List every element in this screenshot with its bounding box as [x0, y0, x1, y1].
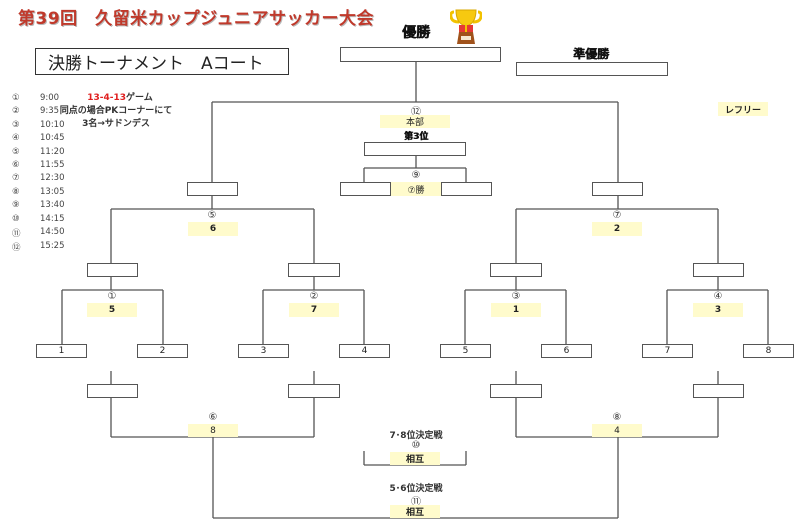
match-referee: 4: [592, 424, 642, 437]
quarterfinal-winner-box[interactable]: [490, 263, 542, 277]
match-number: ⑤: [207, 210, 217, 221]
match-number: ②: [309, 291, 319, 302]
trophy-icon: [449, 8, 483, 46]
match-number: ⑩: [411, 440, 421, 451]
seed-box-6[interactable]: 6: [541, 344, 592, 358]
match-number-final: ⑫: [411, 107, 421, 118]
seed-box-8[interactable]: 8: [743, 344, 794, 358]
match-referee: 2: [592, 222, 642, 236]
seed-box-4[interactable]: 4: [339, 344, 390, 358]
place-7-8-label: 7･8位決定戦: [389, 431, 443, 441]
third-place-label: 第3位: [403, 132, 429, 142]
match-referee: 1: [491, 303, 541, 317]
quarterfinal-winner-box[interactable]: [87, 263, 138, 277]
match-referee: 相互: [390, 452, 440, 465]
match-referee: 3: [693, 303, 743, 317]
game-format-note: 13-4-13ゲーム: [87, 93, 153, 103]
place-5-6-label: 5･6位決定戦: [389, 484, 443, 494]
quarterfinal-loser-box[interactable]: [490, 384, 542, 398]
runner-up-label: 準優勝: [572, 47, 610, 61]
third-place-team-right[interactable]: [441, 182, 492, 196]
seed-box-5[interactable]: 5: [440, 344, 491, 358]
champion-box[interactable]: [340, 47, 501, 62]
match-number: ①: [107, 291, 117, 302]
match-referee: 7: [289, 303, 339, 317]
match-number: ⑦: [612, 210, 622, 221]
sudden-death-note: 3名→サドンデス: [82, 119, 150, 129]
match-referee: 5: [87, 303, 137, 317]
match-number: ③: [511, 291, 521, 302]
match-referee: 相互: [390, 505, 440, 518]
quarterfinal-loser-box[interactable]: [87, 384, 138, 398]
match-referee: 8: [188, 424, 238, 437]
semifinal-winner-box[interactable]: [592, 182, 643, 196]
match-number: ④: [713, 291, 723, 302]
match-number-third: ⑨: [411, 170, 421, 181]
third-place-box[interactable]: [364, 142, 466, 156]
third-place-team-left[interactable]: [340, 182, 391, 196]
seed-box-3[interactable]: 3: [238, 344, 289, 358]
quarterfinal-loser-box[interactable]: [288, 384, 340, 398]
tiebreak-note: 同点の場合PKコーナーにて: [59, 106, 173, 116]
runner-up-box[interactable]: [516, 62, 668, 76]
match-number: ⑥: [208, 412, 218, 423]
seed-box-2[interactable]: 2: [137, 344, 188, 358]
quarterfinal-winner-box[interactable]: [693, 263, 744, 277]
tournament-title: 第39回 久留米カップジュニアサッカー大会: [18, 9, 374, 29]
match-referee: 6: [188, 222, 238, 236]
bracket-subtitle: 決勝トーナメント Aコート: [35, 48, 289, 75]
seed-box-1[interactable]: 1: [36, 344, 87, 358]
quarterfinal-loser-box[interactable]: [693, 384, 744, 398]
quarterfinal-winner-box[interactable]: [288, 263, 340, 277]
semifinal-winner-box[interactable]: [187, 182, 238, 196]
match-number: ⑪: [411, 497, 421, 508]
champion-label: 優勝: [402, 25, 430, 41]
final-referee: 本部: [380, 115, 450, 128]
referee-legend: レフリー: [718, 102, 768, 116]
third-place-referee: ⑦勝: [391, 182, 441, 196]
seed-box-7[interactable]: 7: [642, 344, 693, 358]
match-number: ⑧: [612, 412, 622, 423]
